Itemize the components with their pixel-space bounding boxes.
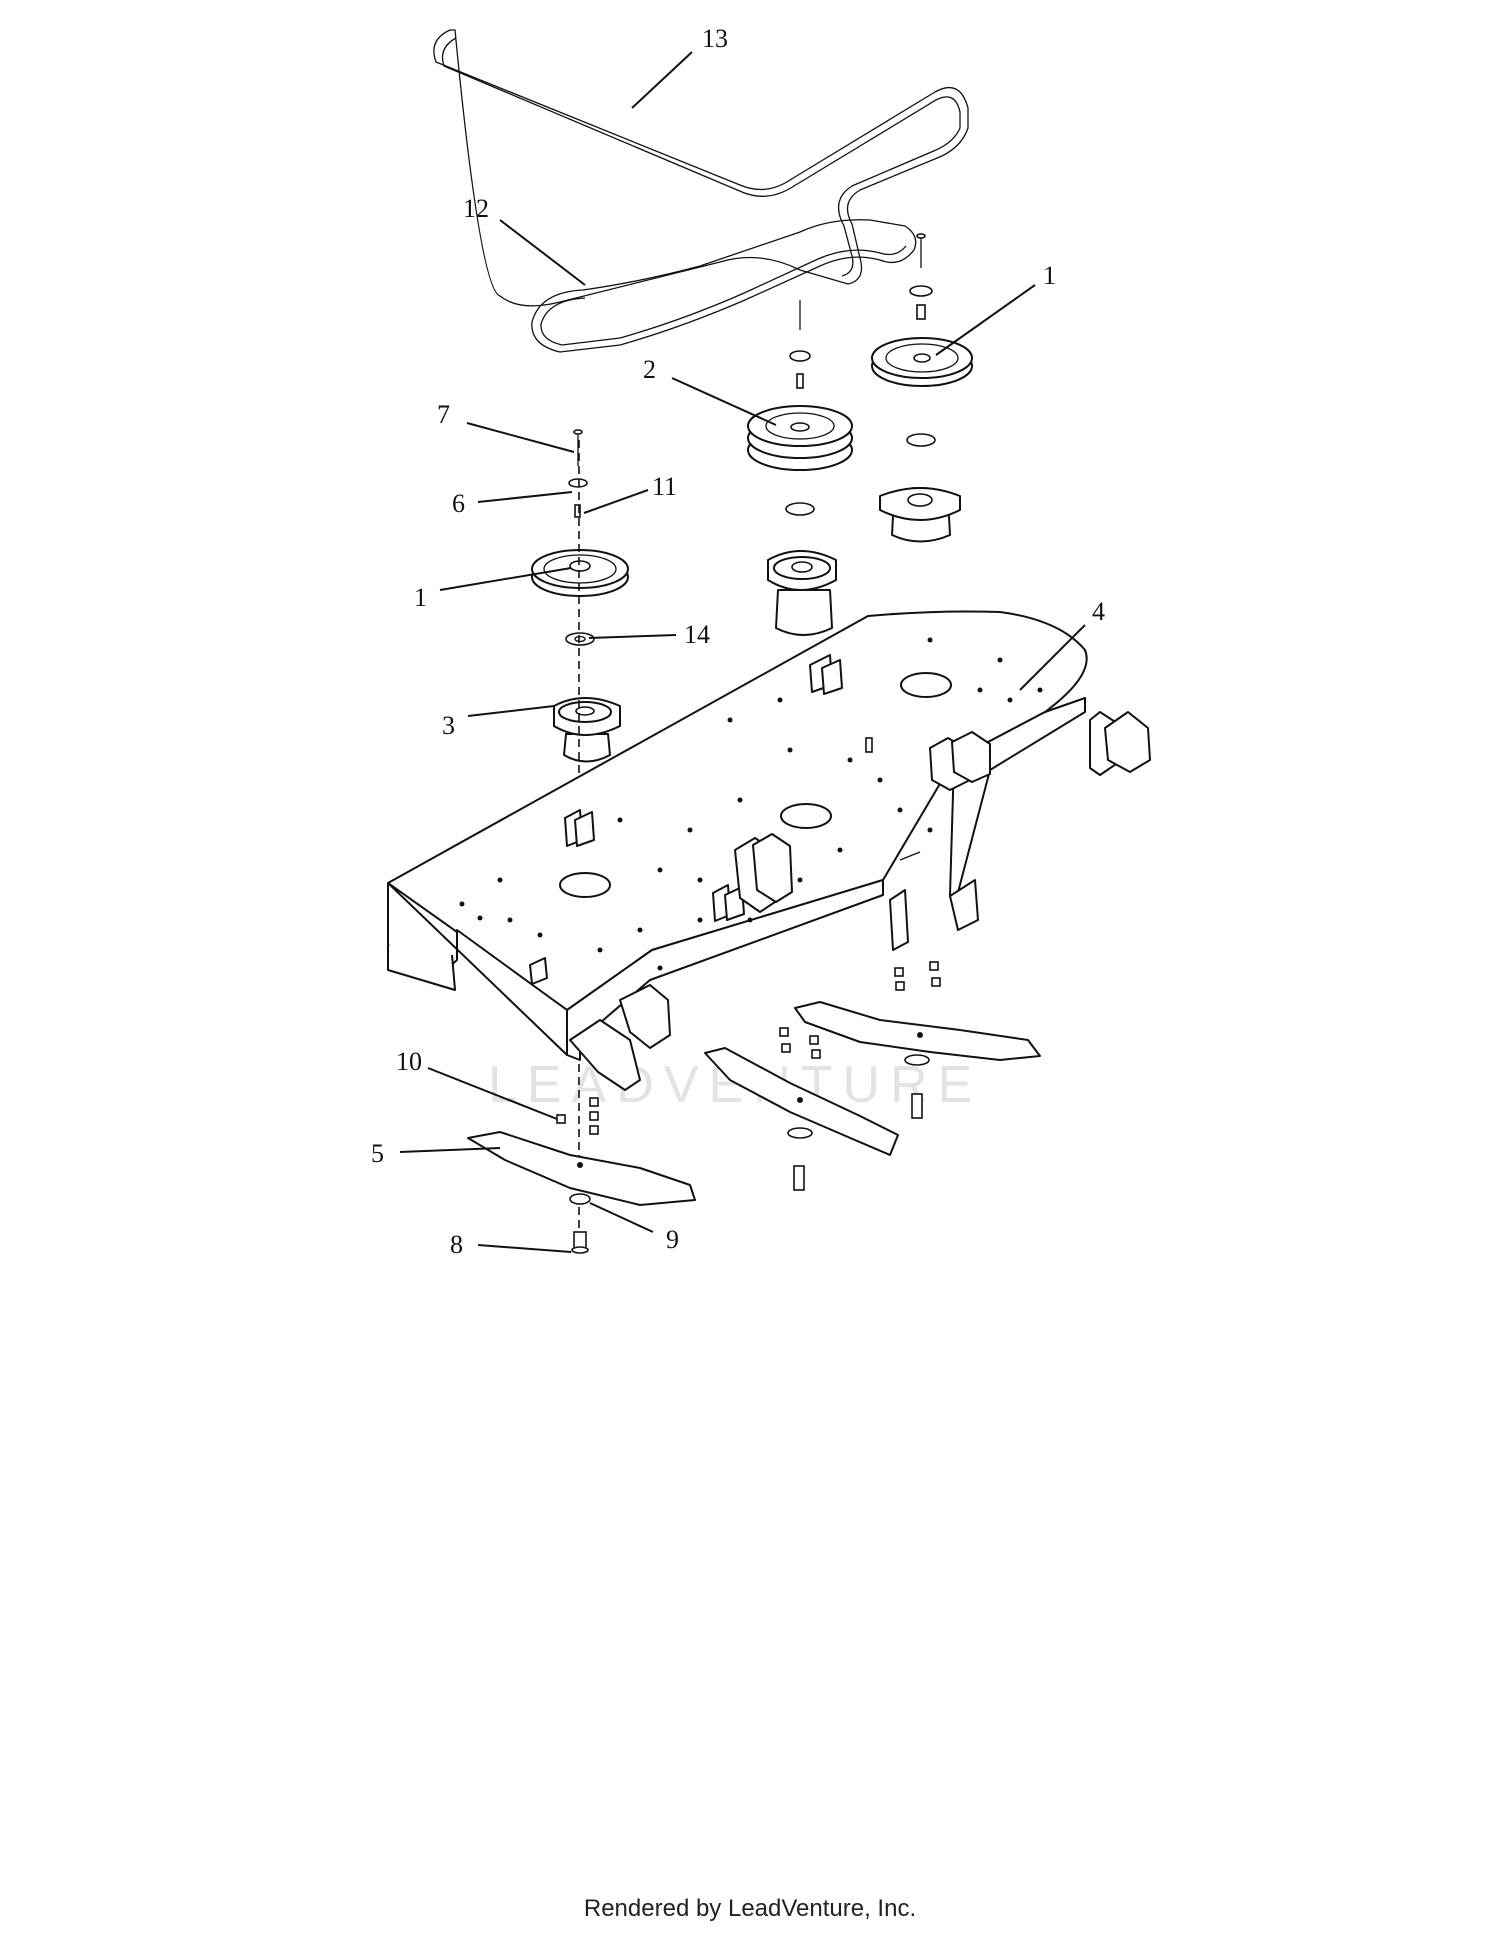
callout-6: 6 [452,489,465,518]
spindle-right [879,433,961,543]
callout-8: 8 [450,1230,463,1259]
callout-2: 2 [643,355,656,384]
belt-12 [531,219,917,353]
blade-center [704,1047,899,1156]
mower-deck [387,610,1151,1091]
callout-5: 5 [371,1139,384,1168]
pulley-center [747,300,853,471]
leader-lines [399,51,1086,1253]
blade-hardware [556,961,941,1254]
spindle-left [553,697,621,763]
blade-right [794,1001,1041,1061]
footer-credit: Rendered by LeadVenture, Inc. [583,1895,917,1922]
pulley-left [531,429,629,646]
callout-9: 9 [666,1225,679,1254]
callout-1-left: 1 [414,583,427,612]
pulley-right [871,233,973,387]
callout-11: 11 [652,472,677,501]
callout-7: 7 [437,400,450,429]
callout-12: 12 [463,194,489,223]
callouts: 13 12 1 2 7 6 11 1 14 4 3 10 5 9 8 [371,24,1105,1259]
callout-10: 10 [396,1047,422,1076]
callout-3: 3 [442,711,455,740]
callout-14: 14 [684,620,710,649]
spindle-center [767,502,837,636]
callout-13: 13 [702,24,728,53]
callout-4: 4 [1092,597,1105,626]
belt-13 [433,29,969,307]
callout-1-top: 1 [1043,261,1056,290]
blade-left [467,1131,696,1206]
